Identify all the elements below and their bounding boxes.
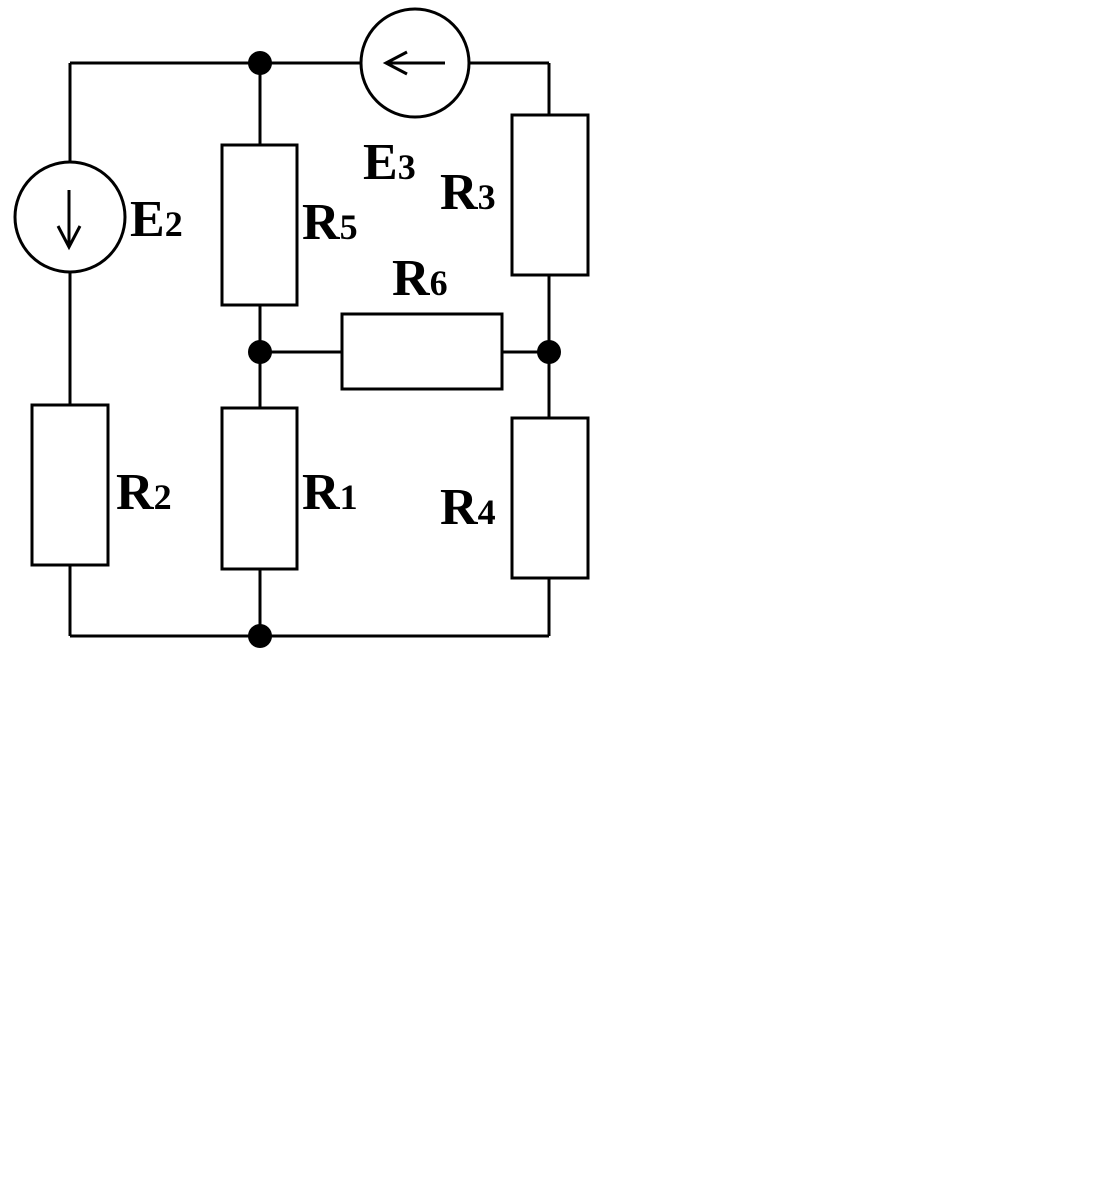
resistor-r4 <box>510 416 590 580</box>
arrow-down-icon <box>56 225 82 251</box>
resistor-r3 <box>510 113 590 277</box>
junction-right <box>537 340 561 364</box>
junction-bottom <box>248 624 272 648</box>
source-e3 <box>359 7 471 119</box>
label-r5: R5 <box>302 194 358 251</box>
label-e2: E2 <box>130 191 183 248</box>
source-e3-circle <box>359 7 471 119</box>
resistor-r6 <box>340 312 504 391</box>
source-e2 <box>13 160 127 274</box>
label-r2: R2 <box>116 464 172 521</box>
resistor-r1 <box>220 406 299 571</box>
arrow-left-icon <box>382 50 408 76</box>
resistor-r2 <box>30 403 110 567</box>
source-e2-circle <box>13 160 127 274</box>
label-r1: R1 <box>302 464 358 521</box>
junction-center <box>248 340 272 364</box>
label-e3: E3 <box>363 134 416 191</box>
resistor-r5 <box>220 143 299 307</box>
label-r3: R3 <box>440 164 496 221</box>
label-r6: R6 <box>392 250 448 307</box>
label-r4: R4 <box>440 479 496 536</box>
junction-top <box>248 51 272 75</box>
wires <box>68 61 551 638</box>
